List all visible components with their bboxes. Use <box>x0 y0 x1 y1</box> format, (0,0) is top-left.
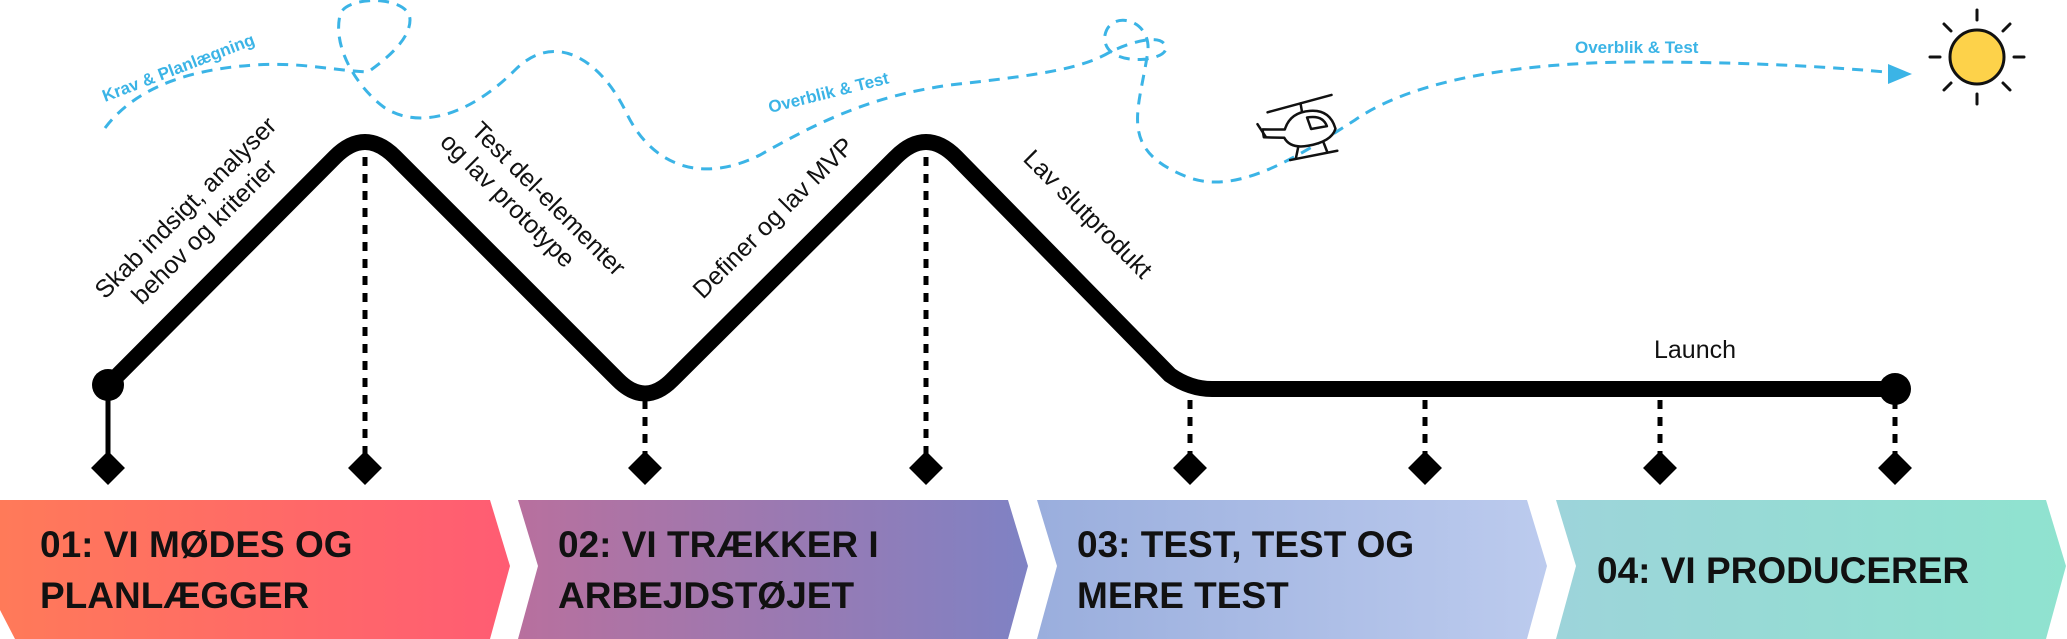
diamond-markers <box>91 451 1912 485</box>
phase-3-line-1: 03: TEST, TEST OG <box>1077 524 1414 565</box>
label-final: Lav slutprodukt <box>1018 144 1158 284</box>
start-dot <box>92 369 124 401</box>
arrow-head-icon <box>1888 64 1912 84</box>
phase-2-chevron <box>518 500 1028 639</box>
label-test: Test del-elementer og lav prototype <box>435 116 631 281</box>
process-path <box>100 134 1903 402</box>
phase-3-line-2: MERE TEST <box>1077 575 1289 616</box>
label-launch: Launch <box>1654 336 1736 364</box>
connectors <box>362 140 1898 462</box>
flight-label-requirements: Krav & Planlægning <box>100 30 258 106</box>
flight-label-overview-2: Overblik & Test <box>1575 38 1699 57</box>
phase-2-line-2: ARBEJDSTØJET <box>558 575 854 616</box>
phase-1: 01: VI MØDES OG PLANLÆGGER <box>0 500 510 639</box>
diamond-marker-icon <box>909 451 943 485</box>
phase-3-chevron <box>1037 500 1547 639</box>
helicopter-icon <box>1256 93 1339 162</box>
phase-4: 04: VI PRODUCERER <box>1556 500 2066 639</box>
phase-2-line-1: 02: VI TRÆKKER I <box>558 524 879 565</box>
phase-1-line-1: 01: VI MØDES OG <box>40 524 353 565</box>
phase-3: 03: TEST, TEST OG MERE TEST <box>1037 500 1547 639</box>
phase-1-line-2: PLANLÆGGER <box>40 575 309 616</box>
flight-path <box>103 0 1912 184</box>
phase-4-line-1: 04: VI PRODUCERER <box>1597 550 1969 591</box>
phase-4-chevron <box>1556 500 2066 639</box>
flight-path-line <box>103 0 1906 184</box>
diamond-marker-icon <box>628 451 662 485</box>
end-dot <box>1879 373 1911 405</box>
diamond-marker-icon <box>1408 451 1442 485</box>
diamond-marker-icon <box>1643 451 1677 485</box>
diamond-marker-icon <box>1878 451 1912 485</box>
label-insight-line-1: Skab indsigt, analyser <box>89 111 282 304</box>
diamond-marker-icon <box>91 451 125 485</box>
diamond-marker-icon <box>348 451 382 485</box>
phase-2: 02: VI TRÆKKER I ARBEJDSTØJET <box>518 500 1028 639</box>
diamond-marker-icon <box>1173 451 1207 485</box>
flight-label-overview-1: Overblik & Test <box>766 68 891 116</box>
sun-icon <box>1928 8 2026 106</box>
phase-1-chevron <box>0 500 510 639</box>
